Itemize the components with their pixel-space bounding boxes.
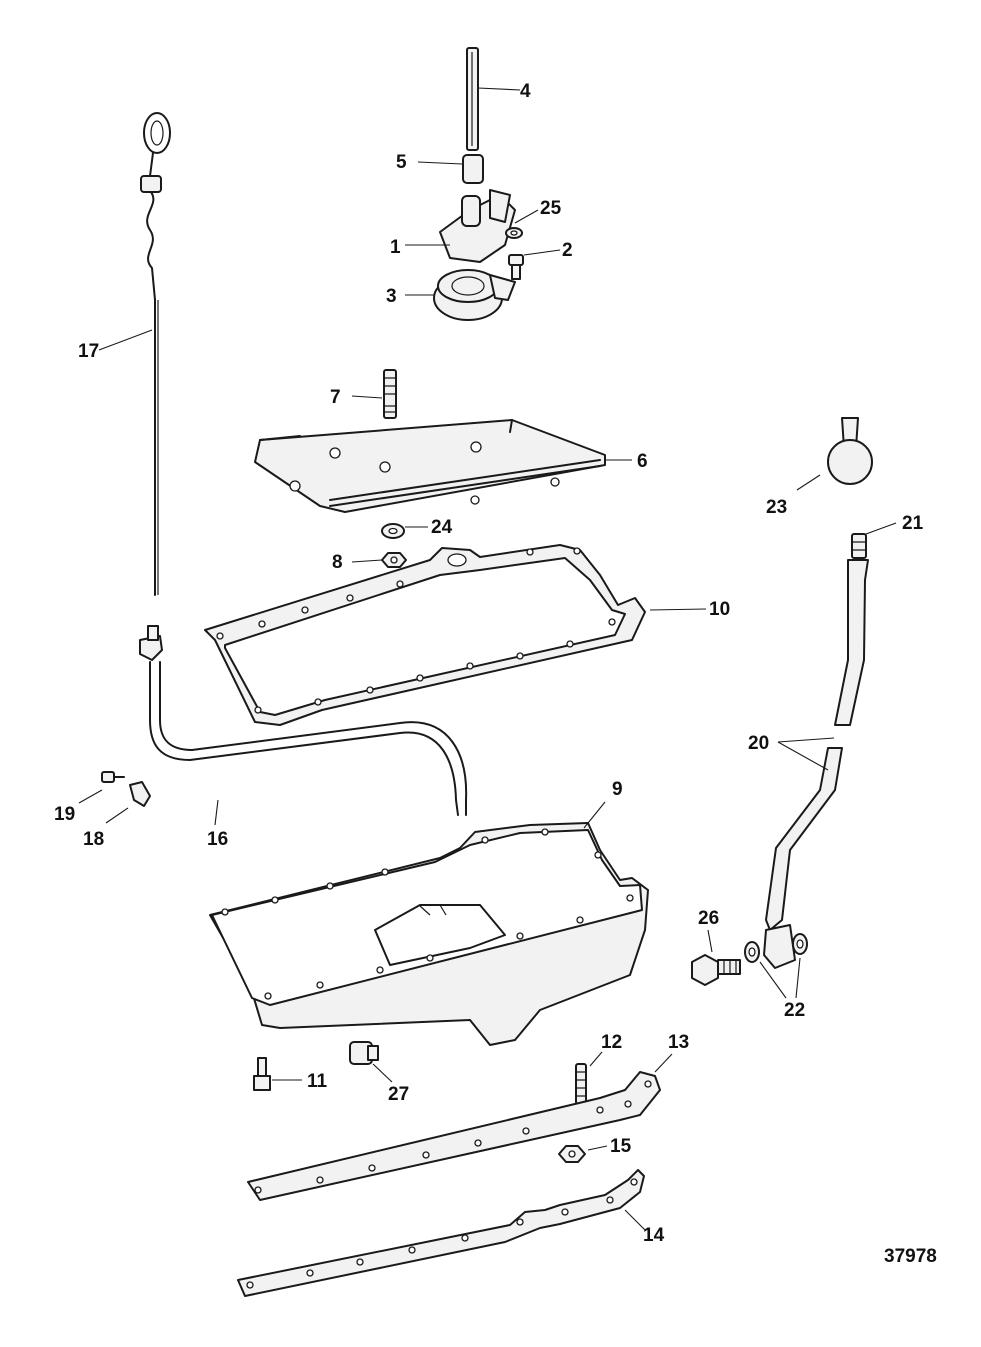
pump-pickup-screen <box>433 269 516 321</box>
windage-tray <box>254 419 606 513</box>
banjo-bolt <box>691 954 741 986</box>
tube-bolt <box>101 771 125 783</box>
nut <box>381 552 407 568</box>
pan-bolt <box>253 1057 271 1091</box>
shaft-retainer <box>462 154 484 184</box>
callout-16: 16 <box>207 829 228 850</box>
callout-20: 20 <box>748 733 769 754</box>
drain-hose <box>765 533 869 931</box>
callout-26: 26 <box>698 908 719 929</box>
callout-22: 22 <box>784 1000 805 1021</box>
oil-pan-seal-lower <box>237 1169 645 1297</box>
callout-11: 11 <box>307 1071 328 1092</box>
pump-drive-shaft <box>466 47 479 151</box>
callout-13: 13 <box>668 1032 689 1053</box>
callout-18: 18 <box>83 829 104 850</box>
figure-id: 37978 <box>884 1246 937 1267</box>
callout-15: 15 <box>610 1136 632 1157</box>
oil-pan <box>209 822 649 1046</box>
callout-25: 25 <box>540 198 562 219</box>
dipstick <box>140 112 171 596</box>
leader-lines <box>78 87 897 1231</box>
callout-27: 27 <box>388 1084 409 1105</box>
washer <box>505 227 523 239</box>
dipstick-tube <box>139 625 468 816</box>
callout-2: 2 <box>562 240 573 261</box>
callout-19: 19 <box>54 804 75 825</box>
callout-24: 24 <box>431 517 453 538</box>
callout-23: 23 <box>766 497 787 518</box>
callout-7: 7 <box>330 387 341 408</box>
callout-6: 6 <box>637 451 648 472</box>
hose-cap <box>827 417 873 485</box>
stud <box>575 1063 587 1105</box>
hose-fitting <box>744 924 808 969</box>
washer <box>381 523 405 539</box>
pump-bolt <box>508 254 524 280</box>
callout-8: 8 <box>332 552 343 573</box>
drain-plug <box>349 1041 379 1065</box>
oil-pan-seal-upper <box>247 1071 661 1201</box>
callout-3: 3 <box>386 286 397 307</box>
callout-4: 4 <box>520 81 531 102</box>
oil-pan-gasket <box>204 544 646 726</box>
callout-labels: 4 5 25 1 2 3 17 7 6 23 24 21 8 10 20 9 1… <box>54 81 924 1246</box>
oil-pump-body <box>439 189 516 263</box>
tube-clip <box>129 781 151 807</box>
callout-17: 17 <box>78 341 99 362</box>
callout-21: 21 <box>902 513 924 534</box>
stud <box>383 369 397 419</box>
nut <box>558 1145 586 1163</box>
callout-10: 10 <box>709 599 730 620</box>
callout-1: 1 <box>390 237 401 258</box>
callout-5: 5 <box>396 152 407 173</box>
callout-12: 12 <box>601 1032 622 1053</box>
callout-14: 14 <box>643 1225 665 1246</box>
callout-9: 9 <box>612 779 623 800</box>
